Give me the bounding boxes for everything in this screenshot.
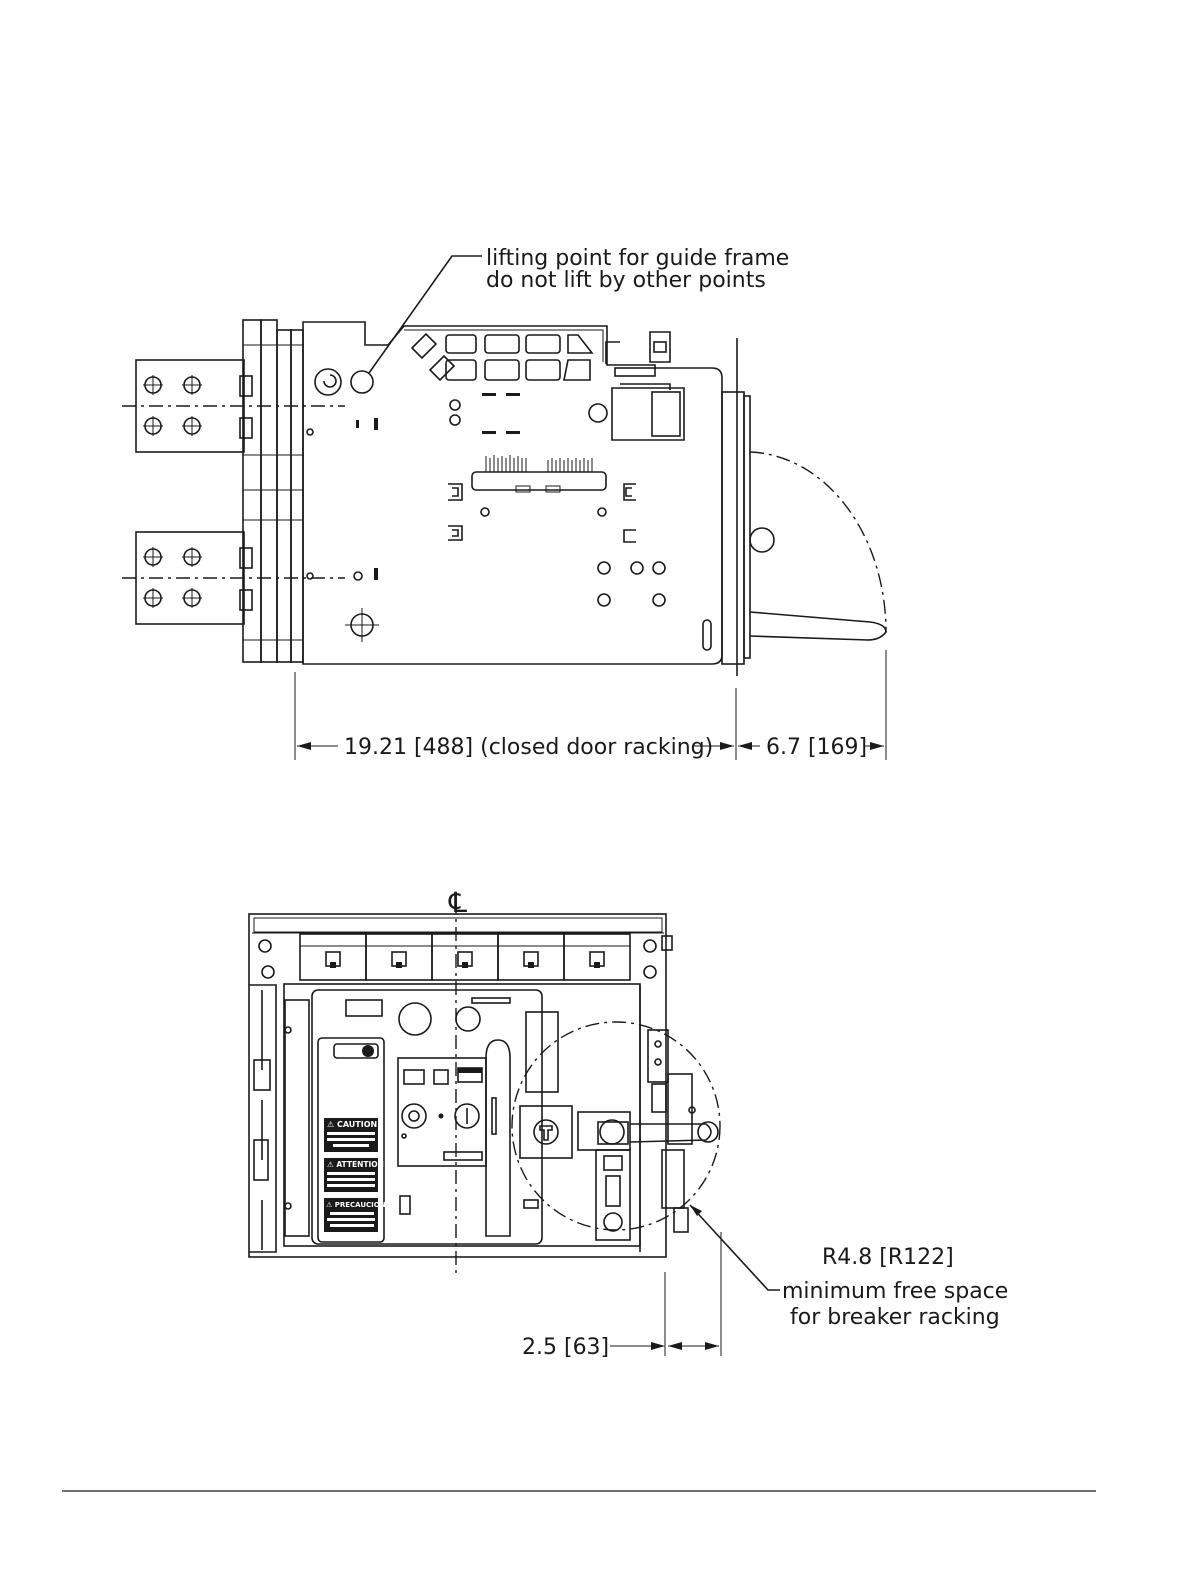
rear-connector-stack (240, 320, 303, 662)
nameplate-strip (472, 998, 510, 1003)
radius-note-line1: minimum free space (782, 1279, 1008, 1304)
charging-handle[interactable] (486, 1040, 510, 1236)
dim-side-label: 2.5 [63] (522, 1335, 609, 1360)
lock-slot (400, 1196, 410, 1214)
indicator-lamp-small (456, 1007, 480, 1031)
racking-screw-housing (596, 1150, 630, 1240)
precaucion-label: ⚠ PRECAUCION (324, 1198, 386, 1232)
svg-text:⚠ CAUTION: ⚠ CAUTION (327, 1120, 377, 1129)
lifting-note-line2: do not lift by other points (486, 268, 766, 293)
radius-label: R4.8 [R122] (822, 1245, 954, 1270)
rating-label-window (346, 1000, 382, 1016)
door-plate (703, 338, 750, 676)
secondary-terminal-block (472, 455, 606, 492)
open-push-button[interactable] (402, 1104, 426, 1128)
left-escutcheon (285, 1000, 309, 1236)
racking-interlock (524, 1200, 538, 1208)
racking-arm[interactable] (578, 1112, 718, 1150)
dim-depth-label: 19.21 [488] (closed door racking) (344, 735, 713, 760)
side-view: lifting point for guide frame do not lif… (122, 246, 886, 760)
centerline-symbol: ℄ (448, 886, 467, 919)
attention-label: ⚠ ATTENTION (324, 1158, 384, 1192)
caution-label: ⚠ CAUTION (324, 1118, 378, 1152)
shutter-latches (412, 334, 454, 380)
radius-note-line2: for breaker racking (790, 1305, 1000, 1330)
guide-frame-outline (303, 322, 722, 664)
close-push-button[interactable] (455, 1104, 479, 1128)
frame-slots (356, 393, 520, 580)
bus-bar-bolts (143, 375, 202, 608)
top-terminal-modules (259, 934, 672, 980)
front-view: ⚠ CAUTION ⚠ ATTENTION ⚠ PRECAUCION (249, 886, 1008, 1360)
racking-handle (750, 452, 886, 640)
frame-windows (446, 335, 592, 380)
racking-mechanism (606, 332, 684, 440)
svg-text:⚠ PRECAUCION: ⚠ PRECAUCION (326, 1201, 386, 1209)
svg-text:⚠ ATTENTION: ⚠ ATTENTION (327, 1160, 384, 1169)
housing-side-rails (249, 985, 640, 1252)
radius-leader-line (690, 1205, 780, 1290)
racking-lock-plate (520, 1106, 572, 1158)
lifting-point (315, 369, 373, 395)
dim-handle-label: 6.7 [169] (766, 735, 867, 760)
bracket-clips (448, 484, 636, 542)
indicator-lamp (399, 1003, 431, 1035)
